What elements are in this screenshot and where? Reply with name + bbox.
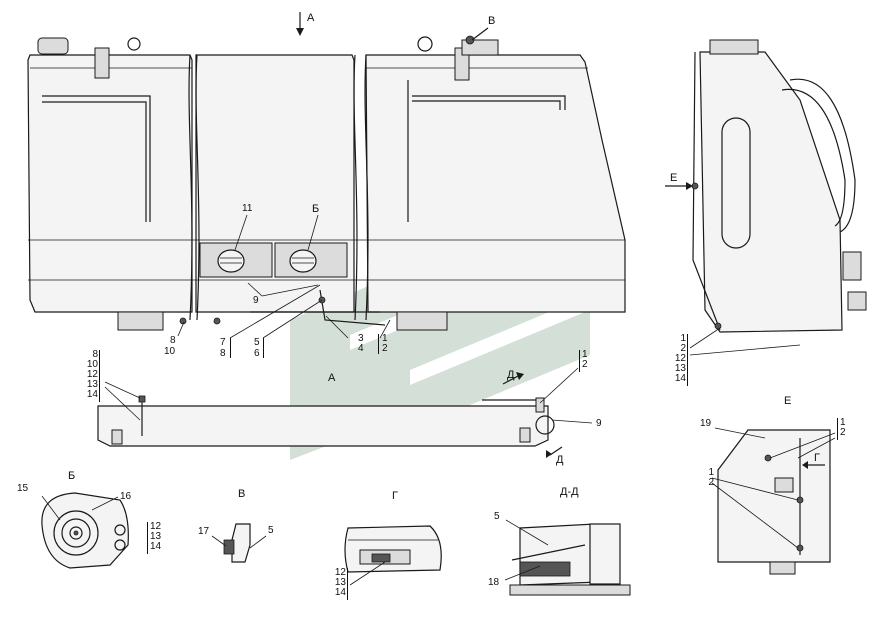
callout-5-v: 5 — [268, 525, 274, 536]
title-section-a: А — [328, 372, 336, 384]
callout-5: 5 — [254, 337, 260, 348]
callout-bar — [378, 334, 379, 354]
stack-view-e-top: 1 2 — [840, 418, 850, 438]
stack-item: 2 — [582, 359, 588, 370]
callout-bar — [263, 338, 264, 358]
callout-19: 19 — [700, 418, 712, 429]
callout-18: 18 — [488, 577, 500, 588]
callout-9-plan: 9 — [596, 418, 602, 429]
stack-item: 2 — [840, 427, 846, 438]
stack-item: 10 — [86, 359, 98, 370]
header-view-a: А — [307, 12, 315, 24]
callout-10: 10 — [164, 346, 176, 357]
stack-bar — [147, 522, 148, 554]
title-view-b-cyr: Б — [68, 470, 76, 482]
stack-item: 2 — [680, 343, 686, 354]
stack-item: 14 — [86, 389, 98, 400]
callout-9: 9 — [253, 295, 259, 306]
stack-item: 1 — [840, 417, 846, 428]
view-v-detail — [211, 523, 267, 563]
stack-item: 13 — [150, 531, 162, 542]
callout-8b: 8 — [220, 348, 226, 359]
callout-11: 11 — [242, 203, 253, 214]
view-b-detail — [41, 492, 129, 569]
view-dd-detail — [504, 519, 631, 596]
callout-16: 16 — [120, 491, 132, 502]
stack-bar — [837, 418, 838, 440]
callout-8: 8 — [170, 335, 176, 346]
title-view-g: Г — [392, 490, 398, 502]
stack-bar — [99, 350, 100, 402]
callout-4: 4 — [358, 343, 364, 354]
stack-item: 13 — [674, 363, 686, 374]
callout-1: 1 — [382, 333, 388, 344]
callout-7: 7 — [220, 337, 226, 348]
callout-bar — [230, 338, 231, 358]
stack-item: 1 — [680, 333, 686, 344]
stack-side-view: 1 2 12 13 14 — [670, 334, 686, 384]
stack-view-b: 12 13 14 — [150, 522, 166, 552]
callout-6: 6 — [254, 348, 260, 359]
view-g-detail — [344, 525, 442, 586]
stack-bar — [687, 334, 688, 386]
callout-3: 3 — [358, 333, 364, 344]
arrow-d-label-top: Д — [507, 369, 515, 381]
stack-item: 12 — [674, 353, 686, 364]
stack-item: 1 — [708, 467, 714, 478]
stack-item: 12 — [334, 567, 346, 578]
stack-bar — [579, 350, 580, 372]
title-view-v: В — [238, 488, 246, 500]
stack-item: 12 — [150, 521, 162, 532]
callout-2: 2 — [382, 343, 388, 354]
stack-view-g: 12 13 14 — [330, 568, 346, 598]
title-view-dd: Д-Д — [560, 486, 579, 498]
stack-right-a: 1 2 — [582, 350, 594, 370]
callout-17: 17 — [198, 526, 210, 537]
stack-item: 8 — [92, 349, 98, 360]
stack-item: 14 — [334, 587, 346, 598]
leader-lines — [177, 214, 391, 339]
callout-b-cyr: Б — [312, 203, 320, 215]
side-view-tank — [665, 39, 867, 356]
arrow-g-label: Г — [814, 452, 820, 464]
stack-item: 13 — [86, 379, 98, 390]
main-tank — [27, 12, 626, 331]
stack-item: 14 — [674, 373, 686, 384]
header-view-b: В — [488, 15, 496, 27]
callout-5-dd: 5 — [494, 511, 500, 522]
stack-view-e-mid: 1 2 — [704, 468, 714, 488]
stack-bar — [347, 568, 348, 600]
stack-left-a: 8 10 12 13 14 — [82, 350, 98, 400]
view-a-plan — [97, 367, 593, 458]
stack-item: 14 — [150, 541, 162, 552]
stack-item: 12 — [86, 369, 98, 380]
view-e — [711, 427, 836, 575]
stack-item: 1 — [582, 349, 588, 360]
stack-item: 2 — [708, 477, 714, 488]
stack-item: 13 — [334, 577, 346, 588]
arrow-d-label-bottom: Д — [556, 454, 564, 466]
arrow-e-label: Е — [670, 172, 678, 184]
title-view-e: Е — [784, 395, 792, 407]
callout-15: 15 — [17, 483, 29, 494]
